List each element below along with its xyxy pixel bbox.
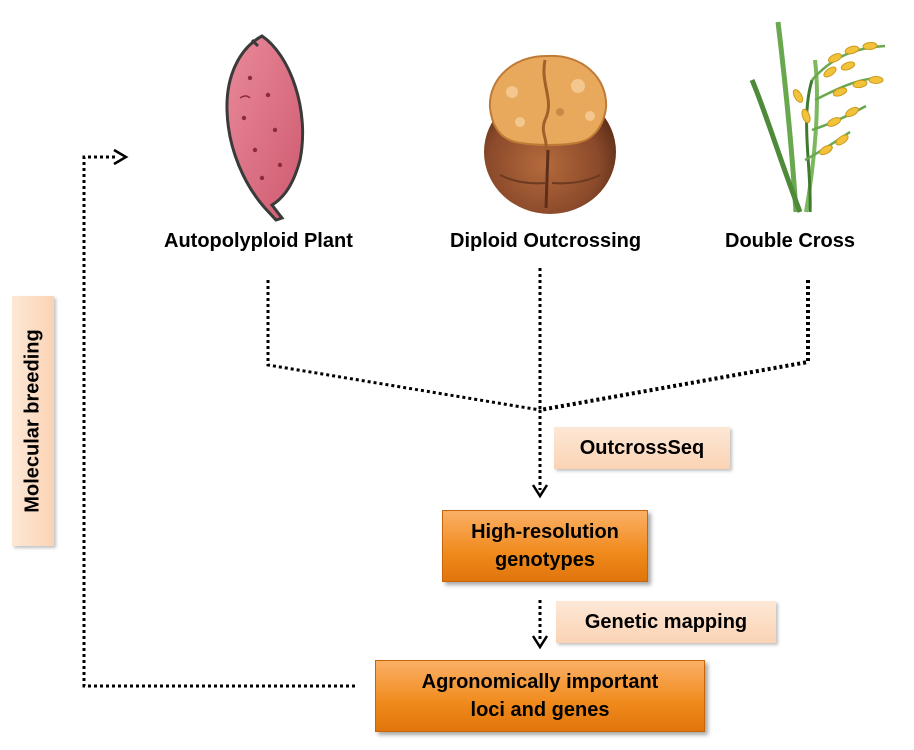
result-box: Agronomically important loci and genes (375, 660, 705, 732)
method-tag: OutcrossSeq (554, 427, 730, 469)
walnut-icon (484, 54, 616, 214)
feedback-loop-line (82, 155, 355, 688)
genotypes-line1: High-resolution (471, 521, 619, 543)
arrowhead-feedback (113, 148, 129, 166)
result-line1: Agronomically important (421, 671, 659, 693)
genotypes-line2: genotypes (494, 549, 595, 571)
rice-plant-icon (749, 21, 886, 213)
method-label: OutcrossSeq (579, 436, 705, 459)
feedback-tag: Molecular breeding (12, 296, 54, 546)
sweet-potato-icon (225, 34, 305, 222)
connector-lines (82, 155, 810, 688)
genotypes-box: High-resolution genotypes (442, 510, 648, 582)
plant-label-diploid: Diploid Outcrossing (450, 230, 642, 252)
connector-autopolyploid (266, 280, 541, 412)
connector-double-cross (539, 280, 810, 412)
arrowheads (113, 148, 549, 650)
mapping-label: Genetic mapping (584, 610, 748, 633)
feedback-label: Molecular breeding (21, 329, 44, 513)
mapping-tag: Genetic mapping (556, 601, 776, 643)
arrowhead-genotypes (531, 484, 549, 499)
plant-label-double-cross: Double Cross (725, 230, 856, 252)
arrowhead-loci (531, 635, 549, 650)
result-line2: loci and genes (470, 699, 610, 721)
plant-label-autopolyploid: Autopolyploid Plant (164, 230, 353, 252)
